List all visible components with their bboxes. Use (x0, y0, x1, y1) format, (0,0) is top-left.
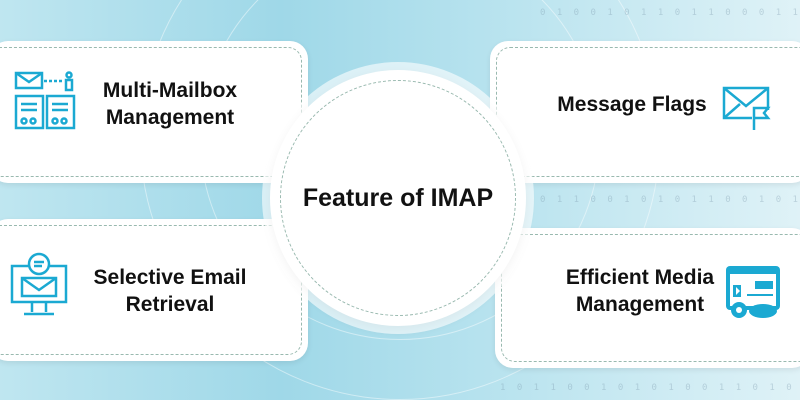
feature-label: Efficient Media Management (555, 264, 725, 318)
label-line: Management (105, 106, 235, 129)
feature-card-message-flags: Message Flags (490, 41, 800, 183)
binary-pattern: 0 1 1 0 0 1 0 1 0 1 1 0 0 1 0 1 (540, 195, 800, 205)
feature-card-selective-retrieval: Selective Email Retrieval (0, 219, 308, 361)
media-browser-gear-icon (726, 266, 780, 318)
feature-card-multi-mailbox: Multi-Mailbox Management (0, 41, 308, 183)
dotted-border (0, 225, 302, 355)
envelope-flag-icon (722, 86, 771, 130)
dotted-border (280, 80, 516, 316)
feature-label: Selective Email Retrieval (90, 264, 250, 318)
feature-card-media-management: Efficient Media Management (495, 228, 800, 368)
binary-pattern: 0 1 0 0 1 0 1 1 0 1 1 0 0 0 1 1 (540, 8, 800, 18)
feature-label: Message Flags (552, 91, 712, 118)
label-line: Selective Email (93, 266, 247, 289)
dotted-border (496, 47, 800, 177)
binary-pattern: 1 0 1 1 0 0 1 0 1 0 1 0 0 1 1 0 1 0 (500, 383, 795, 393)
central-title-circle: Feature of IMAP (270, 70, 526, 326)
label-line: Management (575, 293, 705, 316)
label-line: Retrieval (125, 293, 215, 316)
label-line: Multi-Mailbox (102, 79, 238, 102)
email-retrieval-monitor-icon (10, 252, 68, 316)
feature-label: Multi-Mailbox Management (90, 77, 250, 131)
dotted-border (501, 234, 800, 362)
multi-mailbox-icon (14, 71, 76, 130)
label-line: Message Flags (557, 93, 707, 116)
central-title: Feature of IMAP (302, 183, 494, 212)
label-line: Efficient Media (565, 266, 715, 289)
